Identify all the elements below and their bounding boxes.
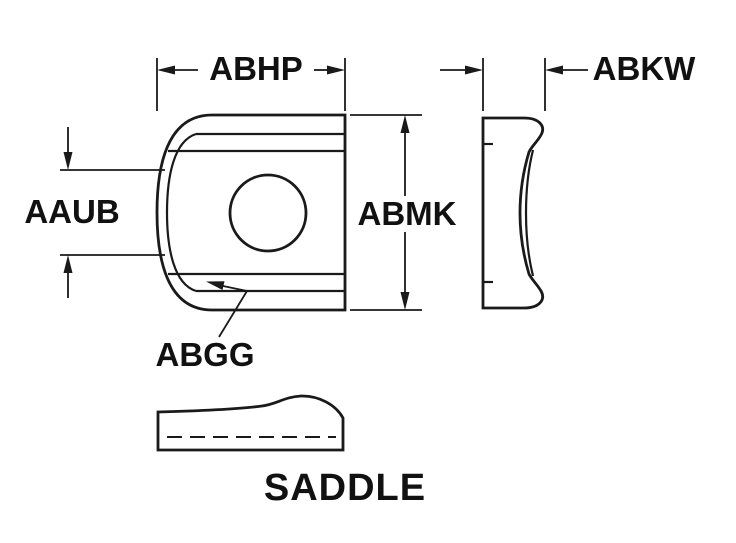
front-view [155, 113, 347, 312]
abhp-arrowhead-right [327, 65, 345, 75]
aaub-arrowhead-up [63, 255, 73, 273]
abhp-arrowhead-left [157, 65, 175, 75]
dimension-abmk [350, 114, 422, 311]
mounting-hole [228, 173, 308, 253]
dimension-aaub [60, 127, 165, 298]
front-view-outline [155, 113, 347, 312]
side-view-inner-curve [524, 149, 535, 277]
front-view-inner-arc [165, 132, 197, 293]
part-title: SADDLE [263, 467, 427, 509]
dimension-label-abhp: ABHP [209, 50, 303, 87]
dimension-abhp [156, 58, 346, 111]
dimension-label-abgg: ABGG [155, 336, 255, 373]
aaub-arrowhead-down [63, 152, 73, 170]
abkw-arrowhead-right [545, 65, 563, 75]
abmk-arrowhead-down [400, 292, 410, 310]
abgg-arrowhead [206, 281, 225, 290]
abkw-arrowhead-left [465, 65, 483, 75]
dimension-abkw [440, 58, 588, 111]
top-view-outline [156, 394, 345, 452]
side-view [481, 116, 544, 310]
leader-abgg [206, 281, 249, 338]
dimension-label-abmk: ABMK [357, 195, 457, 232]
abmk-arrowhead-up [400, 115, 410, 133]
abgg-leader-line [218, 285, 249, 338]
dimension-label-abkw: ABKW [592, 50, 696, 87]
side-view-outline [481, 116, 544, 310]
top-view [156, 394, 345, 452]
dimension-label-aaub: AAUB [24, 193, 120, 230]
